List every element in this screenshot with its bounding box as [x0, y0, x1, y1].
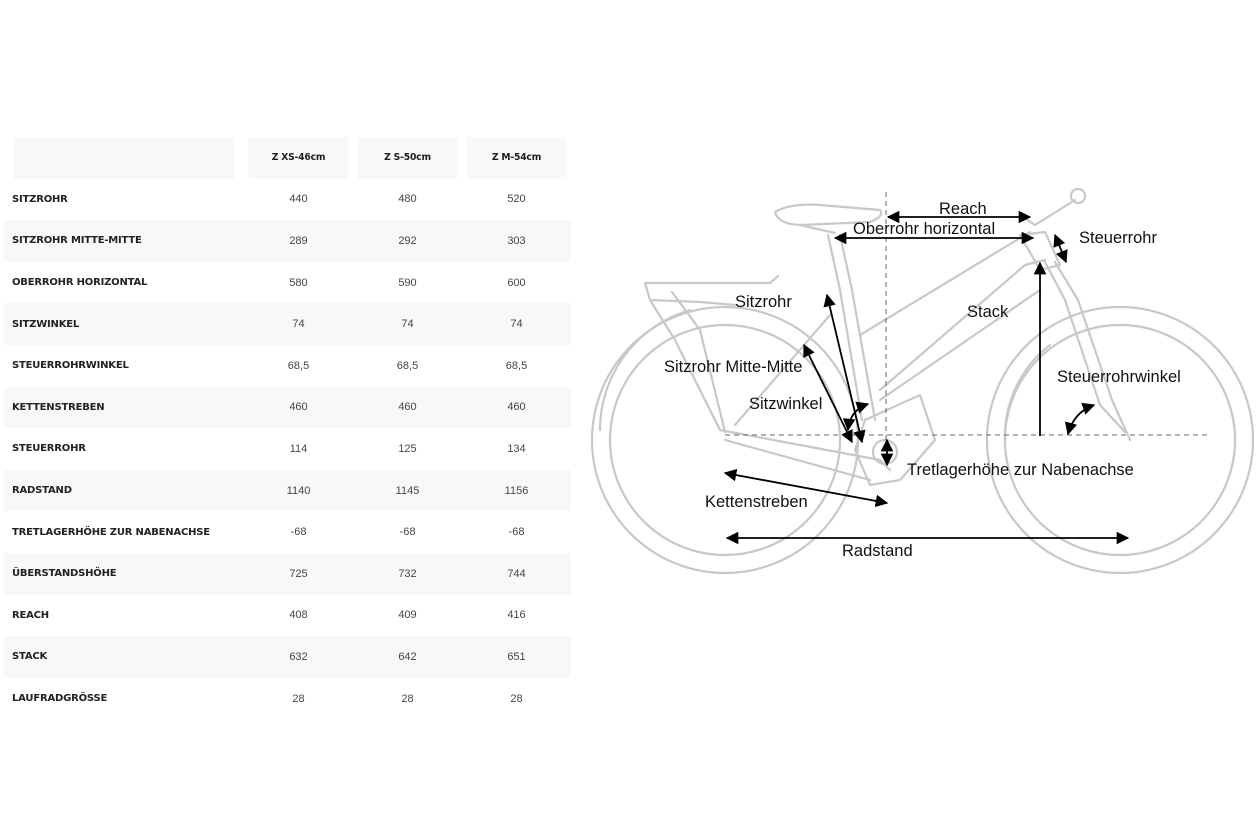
table-row: TRETLAGERHÖHE ZUR NABENACHSE -68 -68 -68 — [4, 511, 571, 553]
row-label: TRETLAGERHÖHE ZUR NABENACHSE — [12, 526, 210, 538]
row-label: ÜBERSTANDSHÖHE — [4, 552, 244, 595]
value-s: 732 — [353, 552, 462, 595]
table-row: SITZROHR MITTE-MITTE 289 292 303 — [4, 220, 571, 262]
value-m: 600 — [507, 276, 526, 289]
row-label: STEUERROHRWINKEL — [12, 360, 129, 372]
value-s: 292 — [353, 220, 462, 262]
value-xs: 1140 — [244, 469, 353, 512]
label-chainstay: Kettenstreben — [705, 493, 808, 511]
value-xs: 725 — [244, 552, 353, 595]
value-xs: 68,5 — [287, 359, 310, 372]
table-row: RADSTAND 1140 1145 1156 — [4, 469, 571, 512]
row-label: SITZROHR — [12, 193, 68, 205]
value-s: 480 — [398, 193, 417, 206]
bike-frame — [598, 187, 1132, 487]
row-label: SITZROHR MITTE-MITTE — [4, 220, 244, 262]
value-s: 74 — [353, 303, 462, 345]
value-m: 520 — [507, 193, 526, 206]
value-m: 28 — [510, 692, 523, 705]
label-wheelbase: Radstand — [842, 542, 913, 560]
seat-angle-arc — [842, 401, 870, 432]
value-s: 590 — [398, 276, 417, 289]
seat-tube-center-arrow — [803, 343, 853, 444]
label-stack: Stack — [967, 303, 1009, 321]
table-row: STACK 632 642 651 — [4, 636, 571, 678]
value-m: 68,5 — [505, 359, 528, 372]
head-angle-arc — [1064, 402, 1096, 436]
chainstay-arrow — [723, 468, 889, 508]
label-head-angle: Steuerrohrwinkel — [1057, 368, 1181, 386]
bike-geometry-diagram: Reach Oberrohr horizontal Steuerrohr Sit… — [590, 187, 1255, 575]
value-s: 1145 — [353, 469, 462, 512]
value-xs: 460 — [244, 386, 353, 429]
label-bb-drop: Tretlagerhöhe zur Nabenachse — [907, 461, 1134, 479]
value-m: 651 — [462, 636, 571, 678]
value-xs: 440 — [289, 193, 308, 206]
value-xs: 632 — [244, 636, 353, 678]
row-label: LAUFRADGRÖSSE — [12, 693, 108, 705]
table-row: STEUERROHRWINKEL 68,5 68,5 68,5 — [4, 345, 571, 387]
value-m: 1156 — [462, 469, 571, 512]
value-m: 74 — [462, 303, 571, 345]
label-top-tube: Oberrohr horizontal — [853, 220, 995, 238]
value-xs: 289 — [244, 220, 353, 262]
row-label: REACH — [12, 609, 49, 621]
front-wheel — [985, 305, 1255, 575]
column-header-s: Z S-50cm — [357, 137, 458, 179]
row-label: KETTENSTREBEN — [4, 386, 244, 429]
label-head-tube: Steuerrohr — [1079, 229, 1157, 247]
row-label: STACK — [4, 636, 244, 678]
label-reach: Reach — [939, 200, 987, 218]
column-header-empty — [13, 137, 235, 179]
value-m: 134 — [507, 442, 526, 455]
value-s: 642 — [353, 636, 462, 678]
table-row: REACH 408 409 416 — [4, 595, 571, 637]
table-row: LAUFRADGRÖSSE 28 28 28 — [4, 678, 571, 720]
table-header-row: Z XS-46cm Z S-50cm Z M-54cm — [4, 137, 571, 179]
row-label: OBERROHR HORIZONTAL — [12, 277, 148, 289]
value-s: 409 — [398, 609, 417, 622]
value-s: 460 — [353, 386, 462, 429]
value-m: 416 — [507, 609, 526, 622]
row-label: RADSTAND — [4, 469, 244, 512]
label-seat-tube: Sitzrohr — [735, 293, 792, 311]
table-row: OBERROHR HORIZONTAL 580 590 600 — [4, 262, 571, 304]
label-seat-tube-center: Sitzrohr Mitte-Mitte — [664, 358, 802, 376]
table-row: SITZROHR 440 480 520 — [4, 179, 571, 221]
column-header-m: Z M-54cm — [466, 137, 567, 179]
value-xs: 408 — [289, 609, 308, 622]
row-label: STEUERROHR — [12, 443, 86, 455]
table-row: SITZWINKEL 74 74 74 — [4, 303, 571, 345]
value-xs: 28 — [292, 692, 305, 705]
head-tube-arrow — [1053, 233, 1068, 264]
value-s: 28 — [401, 692, 414, 705]
row-label: SITZWINKEL — [4, 303, 244, 345]
value-m: 303 — [462, 220, 571, 262]
value-xs: -68 — [290, 526, 307, 539]
value-xs: 74 — [244, 303, 353, 345]
table-row: KETTENSTREBEN 460 460 460 — [4, 386, 571, 429]
value-m: 460 — [462, 386, 571, 429]
value-s: -68 — [399, 526, 416, 539]
value-m: -68 — [508, 526, 525, 539]
table-row: STEUERROHR 114 125 134 — [4, 428, 571, 470]
value-s: 68,5 — [396, 359, 419, 372]
table-row: ÜBERSTANDSHÖHE 725 732 744 — [4, 552, 571, 595]
value-xs: 580 — [289, 276, 308, 289]
value-xs: 114 — [289, 442, 308, 455]
column-header-xs: Z XS-46cm — [248, 137, 349, 179]
value-s: 125 — [398, 442, 417, 455]
geometry-table: Z XS-46cm Z S-50cm Z M-54cm SITZROHR 440… — [4, 137, 571, 719]
value-m: 744 — [462, 552, 571, 595]
label-seat-angle: Sitzwinkel — [749, 395, 822, 413]
